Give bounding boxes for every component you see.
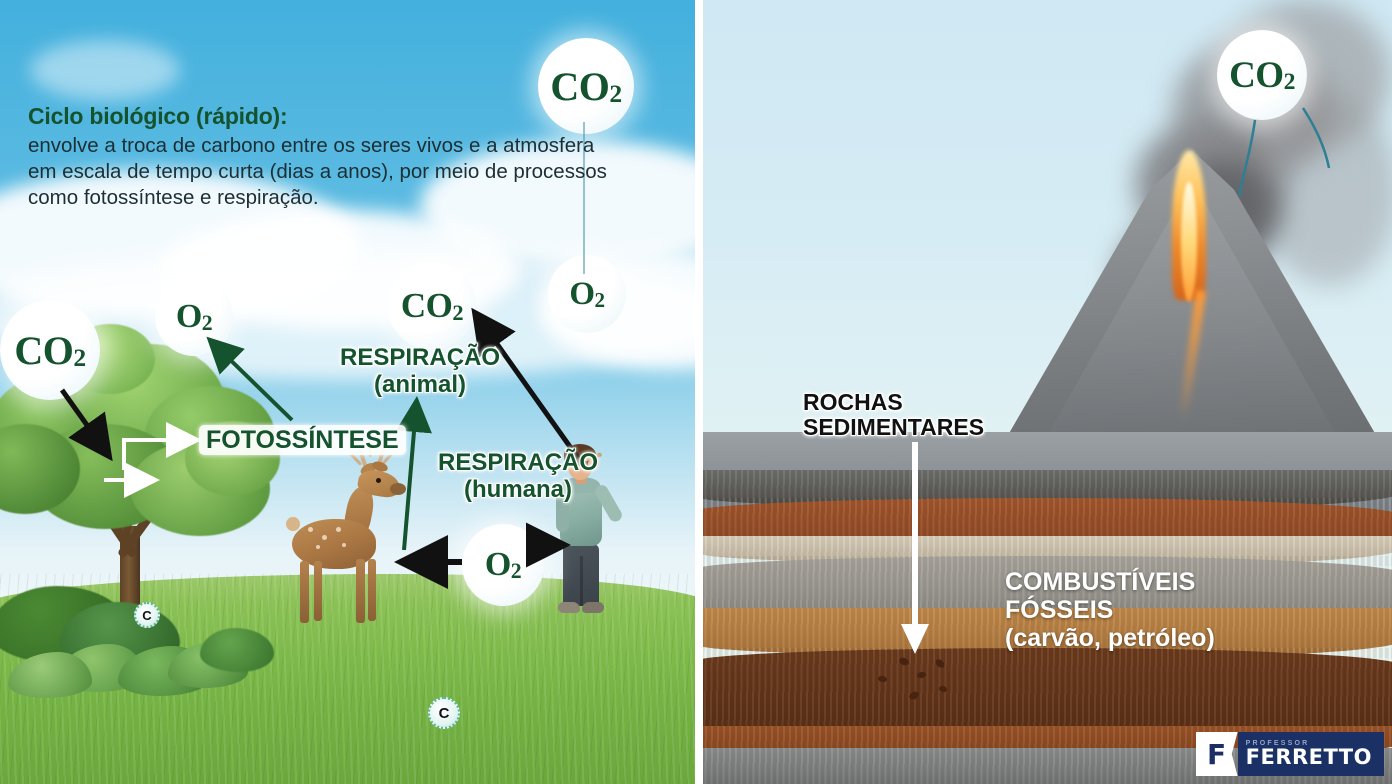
arrow-overlay-right bbox=[901, 107, 1331, 654]
label-respiration-animal: RESPIRAÇÃO (animal) bbox=[340, 344, 501, 399]
label-subline: (animal) bbox=[374, 370, 467, 398]
logo-big-text: FERRETTO bbox=[1245, 745, 1372, 769]
layer-grey-rock bbox=[703, 556, 1392, 616]
bubble-formula: CO bbox=[14, 327, 74, 373]
deer-muzzle bbox=[390, 483, 406, 495]
deer-spot bbox=[342, 543, 346, 547]
deer-spot bbox=[336, 527, 341, 532]
bubble-formula: CO bbox=[550, 63, 610, 109]
deer-tail bbox=[286, 517, 300, 531]
label-line: RESPIRAÇÃO bbox=[340, 344, 501, 371]
bubble-subscript: 2 bbox=[609, 78, 622, 108]
label-subline-2: (carvão, petróleo) bbox=[1005, 624, 1215, 652]
deer-illustration bbox=[280, 442, 420, 632]
smoke-puff bbox=[1259, 96, 1392, 286]
bubble-formula: CO bbox=[1229, 54, 1284, 96]
arrow-animal-respiration bbox=[396, 396, 432, 551]
cloud bbox=[30, 40, 180, 100]
bubble-formula: O bbox=[175, 298, 202, 335]
label-subline: (humana) bbox=[464, 475, 573, 503]
logo-badge-icon: F bbox=[1195, 732, 1238, 776]
label-fossil-fuels: COMBUSTÍVEIS FÓSSEIS (carvão, petróleo) bbox=[1005, 568, 1215, 652]
person-hand bbox=[588, 458, 599, 469]
volcano-illustration bbox=[982, 150, 1392, 480]
biological-cycle-text: Ciclo biológico (rápido): envolve a troc… bbox=[28, 103, 618, 212]
deer-eye bbox=[376, 478, 381, 483]
deer-leg bbox=[368, 559, 376, 621]
person-neck bbox=[576, 476, 586, 484]
person-shoe bbox=[582, 602, 604, 613]
bubble-formula: O bbox=[484, 546, 511, 583]
arrow-white-elbow bbox=[122, 422, 202, 470]
carbon-marker: C bbox=[134, 602, 160, 628]
deer-spot bbox=[308, 527, 313, 532]
arrow-overlay-left bbox=[59, 307, 581, 589]
bubble-subscript: 2 bbox=[452, 299, 464, 325]
bubble-formula: CO bbox=[400, 286, 453, 325]
label-subline: FÓSSEIS bbox=[1005, 596, 1114, 624]
label-sedimentary-rocks: ROCHAS SEDIMENTARES bbox=[803, 389, 985, 441]
bubble-guide-line bbox=[583, 122, 585, 274]
panel-divider bbox=[695, 0, 703, 784]
person-shoe bbox=[558, 602, 580, 613]
bubble-subscript: 2 bbox=[594, 287, 606, 312]
label-line: RESPIRAÇÃO bbox=[438, 449, 599, 476]
bubble-formula: O bbox=[569, 275, 595, 312]
deer-leg bbox=[300, 561, 309, 623]
deer-leg bbox=[314, 561, 322, 621]
biological-cycle-body: envolve a troca de carbono entre os sere… bbox=[28, 134, 607, 210]
bubble-subscript: 2 bbox=[1283, 68, 1296, 95]
bubble-subscript: 2 bbox=[73, 342, 86, 372]
emission-curve bbox=[1237, 119, 1257, 197]
biological-cycle-title: Ciclo biológico (rápido): bbox=[28, 103, 288, 129]
deer-leg bbox=[356, 559, 365, 623]
arrow-tree-to-o2 bbox=[206, 336, 294, 422]
label-line: COMBUSTÍVEIS bbox=[1005, 568, 1196, 596]
deer-spot bbox=[316, 545, 320, 549]
bush bbox=[200, 628, 274, 672]
bubble-subscript: 2 bbox=[510, 559, 522, 584]
logo-small-text: PROFESSOR bbox=[1245, 740, 1310, 747]
label-respiration-human: RESPIRAÇÃO (humana) bbox=[438, 449, 599, 504]
emission-curve bbox=[1301, 107, 1331, 169]
lava-core bbox=[1181, 182, 1197, 302]
label-photosynthesis: FOTOSSÍNTESE bbox=[199, 425, 406, 455]
person-hood bbox=[562, 477, 600, 493]
arrow-co2-to-tree bbox=[59, 388, 113, 462]
label-line: ROCHAS bbox=[803, 389, 903, 415]
person-arm bbox=[556, 488, 569, 532]
person-illustration bbox=[540, 444, 625, 629]
person-leg-divider bbox=[580, 556, 583, 606]
label-subline: SEDIMENTARES bbox=[803, 414, 985, 441]
deer-spot bbox=[322, 535, 327, 540]
carbon-marker: C bbox=[428, 697, 460, 729]
arrow-rocks-to-fuel-head bbox=[901, 624, 929, 654]
logo-wordmark: PROFESSOR FERRETTO bbox=[1237, 732, 1384, 776]
layer-fossil-fuel bbox=[703, 648, 1392, 734]
bubble-subscript: 2 bbox=[201, 311, 213, 336]
logo-letter: F bbox=[1207, 737, 1227, 771]
brand-logo[interactable]: F PROFESSOR FERRETTO bbox=[1195, 732, 1384, 776]
arrow-human-respiration bbox=[471, 307, 581, 460]
